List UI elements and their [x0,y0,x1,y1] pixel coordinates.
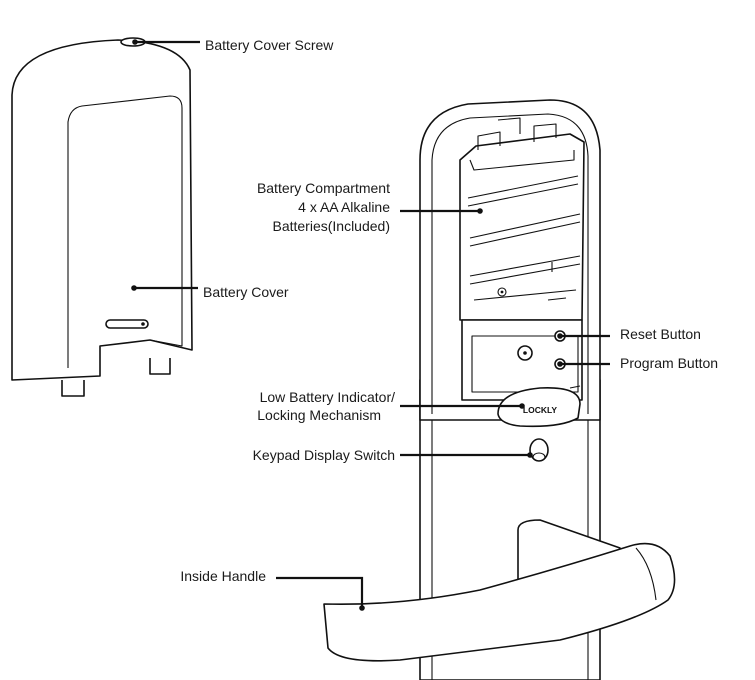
label-battery-compartment-line3: Batteries(Included) [272,218,390,234]
label-battery-cover: Battery Cover [203,284,289,300]
battery-cover-illustration [11,37,193,397]
label-battery-compartment-line2: 4 x AA Alkaline [298,199,390,215]
labels: Battery Cover Screw Battery Compartment … [180,37,718,584]
label-battery-compartment: Battery Compartment [257,180,390,196]
label-locking-mechanism: Locking Mechanism [257,407,381,423]
label-keypad-display-switch: Keypad Display Switch [253,447,395,463]
inside-handle-graphic [323,542,676,662]
brand-logo-text: LOCKLY [523,405,557,415]
cover-slot [105,319,149,329]
label-battery-cover-screw: Battery Cover Screw [205,37,334,53]
label-inside-handle: Inside Handle [180,568,266,584]
callout-lines [131,39,610,611]
label-reset-button: Reset Button [620,326,701,342]
label-program-button: Program Button [620,355,718,371]
label-low-battery-indicator: Low Battery Indicator/ [260,389,396,405]
brand-logo [497,387,581,428]
